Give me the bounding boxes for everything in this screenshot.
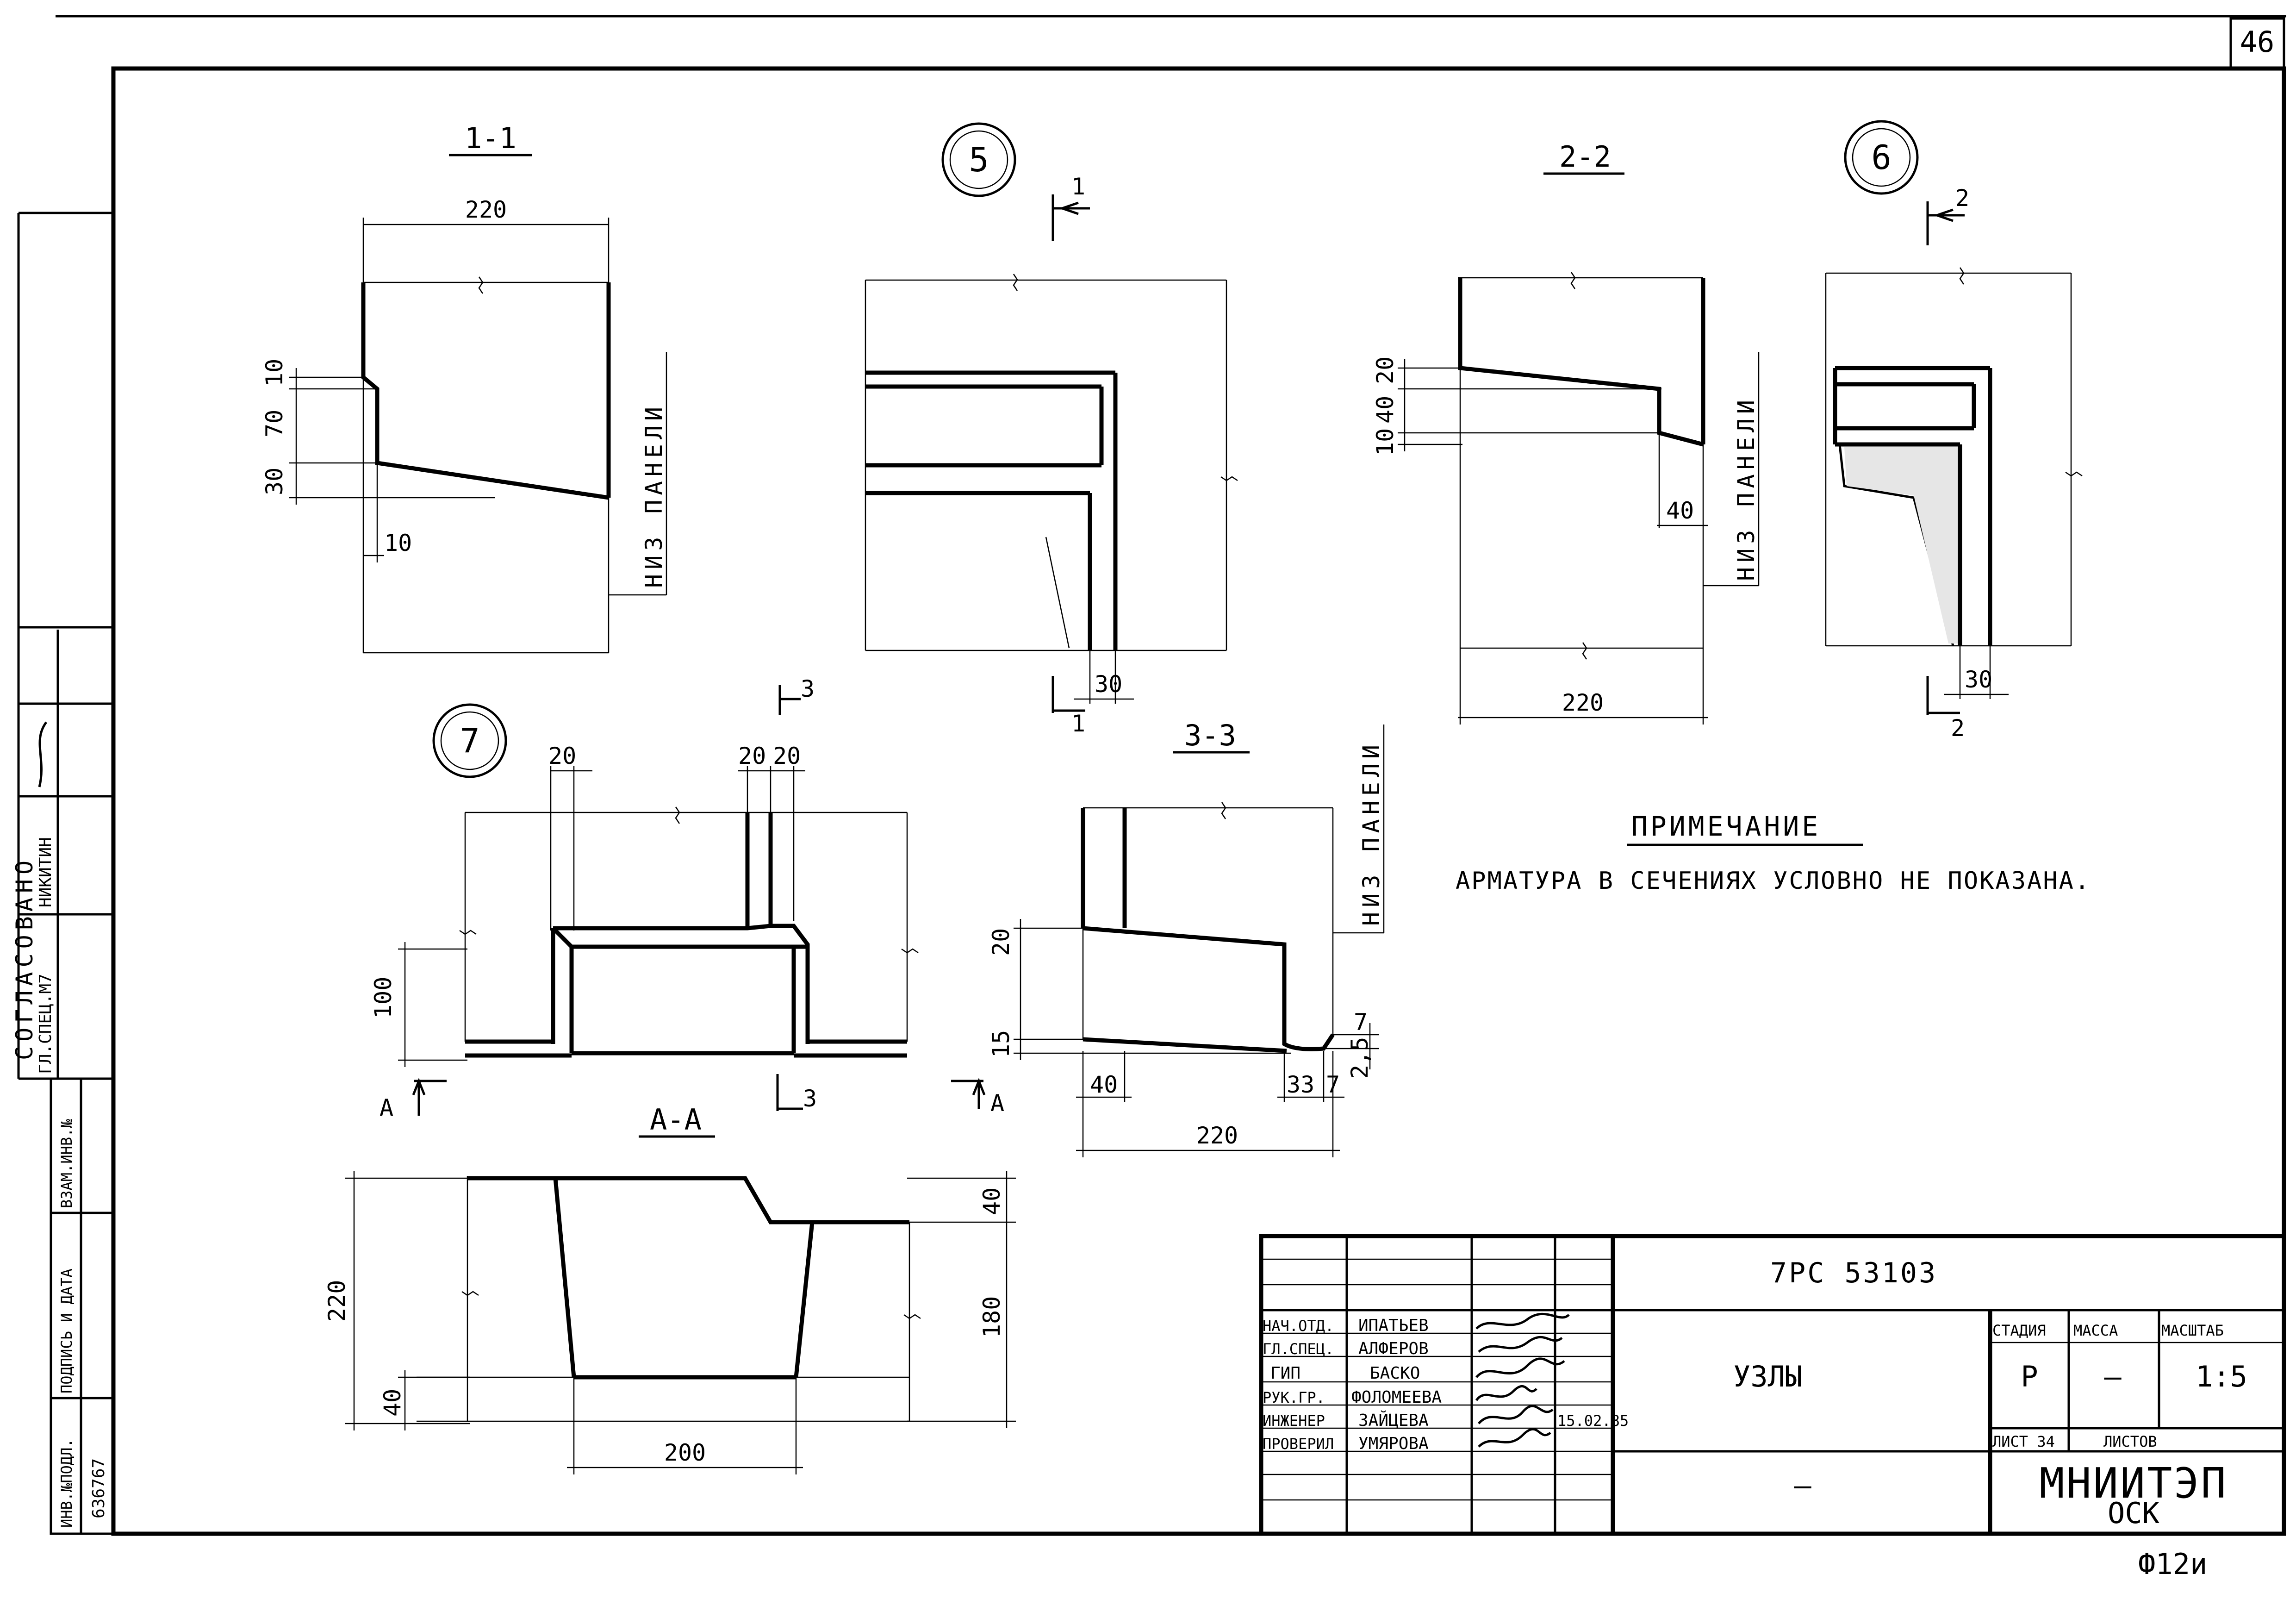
bottom-code: Ф12и (2138, 1547, 2207, 1581)
dim-70: 70 (261, 410, 288, 437)
node-6: 6 2 2 30 (1825, 120, 2083, 742)
dim-100: 100 (370, 977, 397, 1018)
dim-180-aa: 180 (978, 1296, 1005, 1338)
row-4-name: ЗАЙЦЕВА (1358, 1411, 1429, 1430)
node-7-number: 7 (460, 721, 479, 760)
sign-date: 15.02.85 (1557, 1412, 1629, 1430)
row-2-role: ГИП (1270, 1364, 1300, 1383)
dim-40b-s22: 40 (1666, 497, 1694, 524)
cut-3-bottom: 3 (803, 1085, 817, 1112)
cut-1-bottom: 1 (1071, 710, 1085, 737)
section-2-2-title: 2-2 (1559, 140, 1611, 174)
section-a-a-title: А-А (650, 1103, 702, 1137)
dim-20-n7a: 20 (548, 743, 576, 769)
agreed-label: СОГЛАСОВАНО (11, 856, 38, 1060)
sign-date-label: ПОДПИСЬ И ДАТА (58, 1268, 75, 1393)
scale-value: 1:5 (2196, 1360, 2247, 1393)
dim-40-aa-right: 40 (978, 1187, 1005, 1215)
agreed-role: ГЛ.СПЕЦ.М7 (36, 974, 55, 1074)
inv-original-label: ИНВ.№ПОДЛ. (58, 1438, 75, 1528)
agreed-person: НИКИТИН (36, 837, 55, 907)
note-text: АРМАТУРА В СЕЧЕНИЯХ УСЛОВНО НЕ ПОКАЗАНА. (1456, 867, 2091, 895)
panel-bottom-label-s22: НИЗ ПАНЕЛИ (1733, 395, 1760, 581)
scale-header: МАСШТАБ (2161, 1322, 2224, 1339)
dim-15-s33: 15 (988, 1030, 1014, 1058)
section-1-1-title: 1-1 (465, 121, 516, 155)
dim-30-node6: 30 (1965, 666, 1992, 693)
cut-2-bottom: 2 (1951, 715, 1965, 742)
sheet-label: ЛИСТ 34 (1992, 1433, 2055, 1450)
node-6-number: 6 (1871, 138, 1891, 177)
dim-10b: 10 (384, 530, 412, 556)
section-2-2: 2-2 20 40 10 40 НИЗ ПАНЕЛИ 220 (1372, 140, 1760, 725)
sheet-frame: 46 (56, 15, 2286, 1536)
cut-1-top: 1 (1071, 173, 1085, 200)
row-5-role: ПРОВЕРИЛ (1263, 1435, 1334, 1453)
node-7: 7 20 20 20 3 (370, 675, 919, 1121)
section-1-1: 1-1 220 10 70 30 10 НИЗ ПАНЕЛИ (261, 121, 667, 654)
mass-header: МАССА (2073, 1322, 2118, 1339)
page-number: 46 (2240, 25, 2275, 59)
left-approval-strip: СОГЛАСОВАНО ГЛ.СПЕЦ.М7 НИКИТИН ИНВ.№ПОДЛ… (11, 212, 115, 1535)
section-3-3: 3-3 НИЗ ПАНЕЛИ 20 15 7 2,5 (951, 718, 1385, 1157)
signatures (1475, 1313, 1570, 1448)
dim-220: 220 (465, 196, 507, 223)
dim-10: 10 (261, 359, 288, 387)
section-3-3-title: 3-3 (1184, 718, 1236, 752)
dim-7-s33: 7 (1354, 1009, 1368, 1036)
dim-40-s22: 40 (1372, 396, 1399, 424)
dim-20-s22: 20 (1372, 356, 1399, 384)
row-3-role: РУК.ГР. (1263, 1389, 1325, 1406)
dim-20-n7b: 20 (738, 743, 766, 769)
drawing-code: 7РС 53103 (1770, 1257, 1937, 1289)
cut-a-right: А (990, 1090, 1004, 1117)
row-4-role: ИНЖЕНЕР (1263, 1412, 1325, 1430)
dim-200-aa: 200 (664, 1439, 706, 1466)
organization: МНИИТЭП (2039, 1459, 2228, 1508)
note-block: ПРИМЕЧАНИЕ АРМАТУРА В СЕЧЕНИЯХ УСЛОВНО Н… (1456, 811, 2091, 895)
row-3-name: ФОЛОМЕЕВА (1351, 1388, 1442, 1407)
dim-220-aa: 220 (324, 1280, 350, 1322)
row-0-name: ИПАТЬЕВ (1358, 1316, 1429, 1335)
dim-2-5-s33: 2,5 (1346, 1037, 1373, 1079)
dim-7b-s33: 7 (1326, 1071, 1340, 1098)
dim-20-n7c: 20 (773, 743, 801, 769)
mass-value: — (2104, 1360, 2122, 1393)
stage-value: Р (2021, 1360, 2038, 1393)
section-a-a: А-А 220 40 40 180 200 (324, 1103, 1016, 1474)
dim-20-s33: 20 (988, 928, 1014, 956)
row-1-role: ГЛ.СПЕЦ. (1263, 1340, 1334, 1358)
organization-sub: ОСК (2108, 1496, 2160, 1530)
dim-40-s33: 40 (1090, 1071, 1118, 1098)
dim-40-aa-left: 40 (379, 1389, 406, 1417)
inv-number: 636767 (89, 1458, 108, 1518)
title-block: НАЧ.ОТД. ИПАТЬЕВ ГЛ.СПЕЦ. АЛФЕРОВ ГИП БА… (1259, 1234, 2286, 1536)
cut-a-left: А (380, 1094, 393, 1121)
row-5-name: УМЯРОВА (1358, 1434, 1429, 1453)
note-heading: ПРИМЕЧАНИЕ (1631, 811, 1821, 842)
dim-220-s22: 220 (1562, 689, 1604, 716)
stage-header: СТАДИЯ (1992, 1322, 2046, 1339)
dim-220-s33: 220 (1196, 1122, 1238, 1149)
row-1-name: АЛФЕРОВ (1358, 1339, 1429, 1358)
sheets-label: ЛИСТОВ (2103, 1433, 2157, 1450)
dim-30-node5: 30 (1095, 671, 1122, 698)
cut-3-top: 3 (801, 675, 815, 702)
node-5-number: 5 (969, 140, 989, 179)
dim-33-s33: 33 (1287, 1071, 1314, 1098)
drawing-dash: — (1794, 1468, 1811, 1502)
panel-bottom-label-s33: НИЗ ПАНЕЛИ (1358, 740, 1385, 926)
agreed-signature (38, 721, 48, 787)
node-5: 5 1 1 30 (865, 122, 1238, 737)
cut-2-top: 2 (1955, 185, 1969, 212)
row-0-role: НАЧ.ОТД. (1263, 1317, 1334, 1335)
panel-bottom-label: НИЗ ПАНЕЛИ (641, 402, 667, 588)
drawing-name: УЗЛЫ (1733, 1360, 1802, 1393)
inv-replace-label: ВЗАМ.ИНВ.№ (58, 1119, 75, 1208)
dim-30: 30 (261, 468, 288, 495)
row-2-name: БАСКО (1370, 1364, 1420, 1383)
dim-10-s22: 10 (1372, 428, 1399, 456)
